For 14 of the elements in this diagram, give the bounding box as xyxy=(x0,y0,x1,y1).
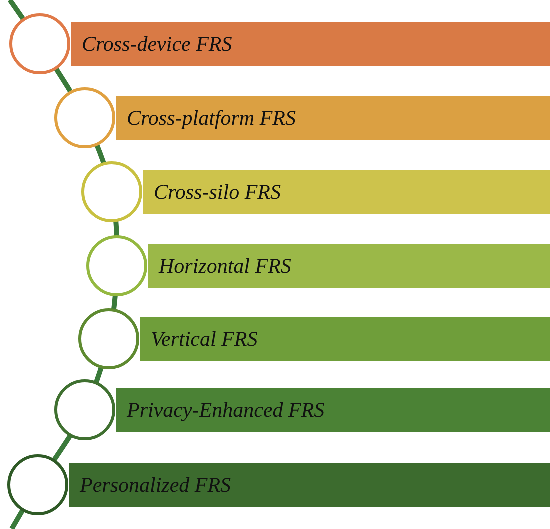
item-label: Personalized FRS xyxy=(80,472,232,498)
banner-bar xyxy=(116,96,550,140)
item-label: Horizontal FRS xyxy=(159,254,292,278)
banner-bar xyxy=(143,170,550,214)
banner-bar xyxy=(71,22,550,66)
item-label: Privacy-Enhanced FRS xyxy=(127,398,325,422)
banner-bar xyxy=(140,317,550,361)
banner-bar xyxy=(69,463,550,507)
banner-bar xyxy=(148,244,550,288)
item-label: Vertical FRS xyxy=(151,326,258,352)
item-label: Cross-device FRS xyxy=(82,32,232,56)
item-label: Cross-platform FRS xyxy=(127,106,296,130)
banner-bar xyxy=(116,388,550,432)
item-label: Cross-silo FRS xyxy=(154,180,281,204)
